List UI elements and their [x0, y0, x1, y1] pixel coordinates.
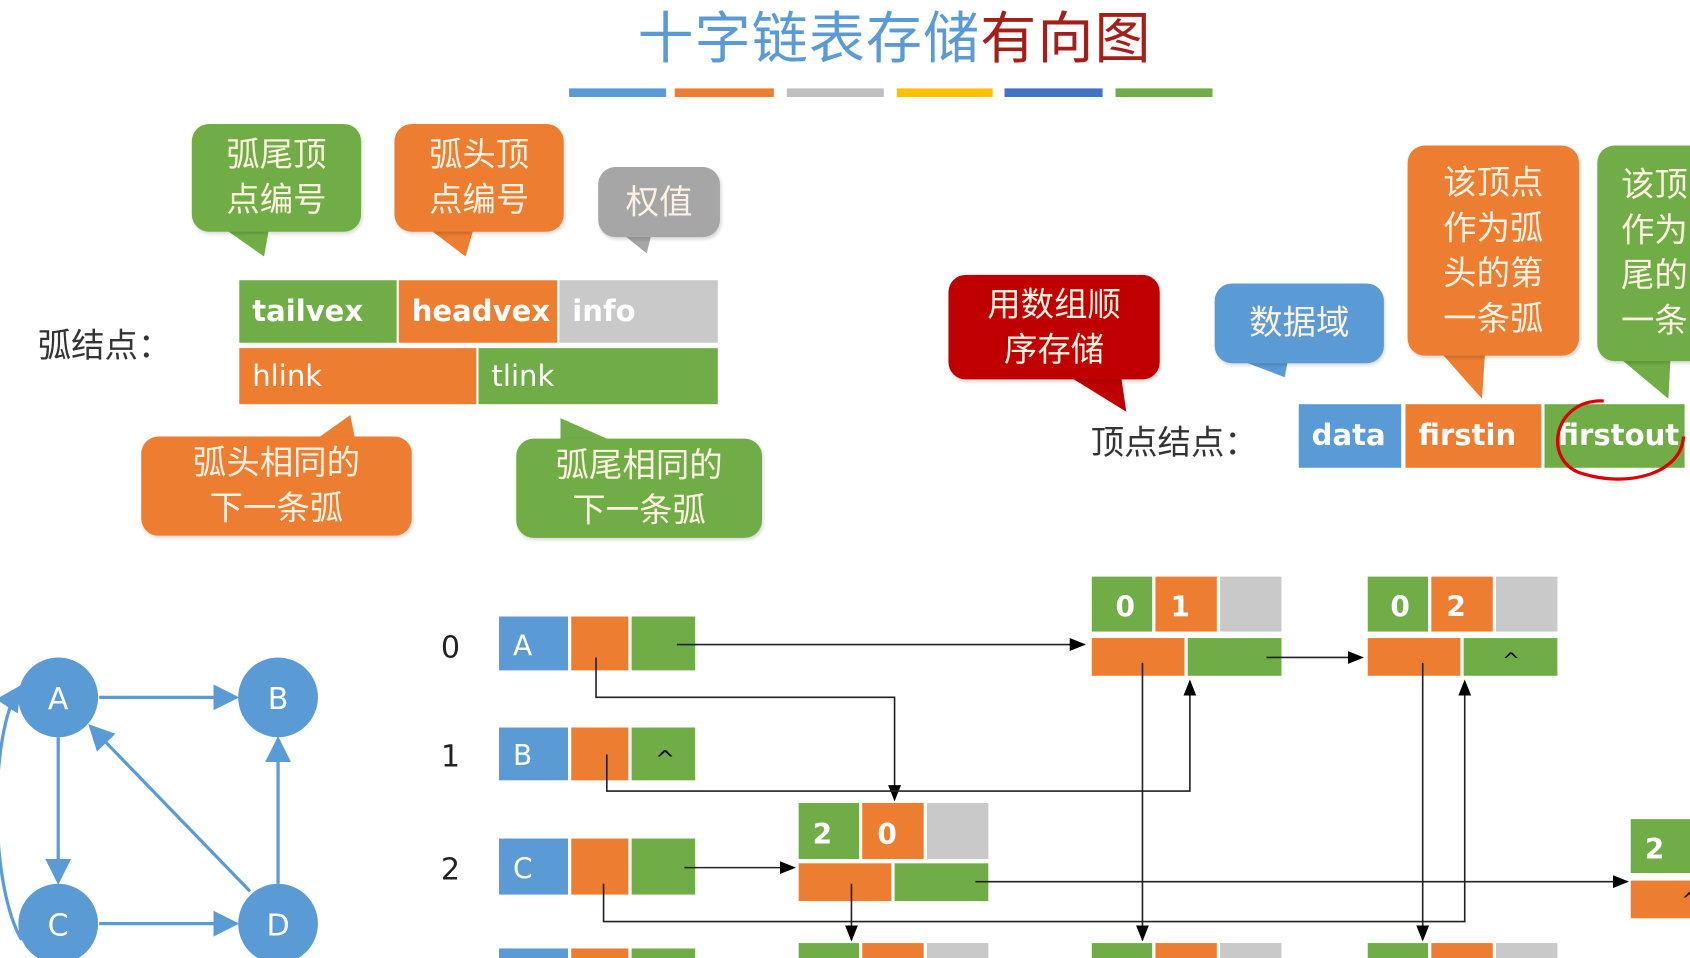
bar-green: [1115, 88, 1213, 98]
arc-node-2-3: 2 ^: [1630, 819, 1690, 919]
svg-text:2: 2: [1446, 591, 1466, 624]
svg-text:2: 2: [1645, 833, 1665, 866]
svg-text:B: B: [268, 682, 289, 717]
bar-orange: [674, 88, 774, 98]
field-hlink: hlink: [239, 348, 477, 405]
callout-hlink: 弧头相同的 下一条弧: [141, 436, 412, 536]
svg-text:C: C: [513, 852, 533, 885]
field-tailvex: tailvex: [239, 280, 397, 343]
field-firstin: firstin: [1405, 404, 1542, 468]
vertex-row-3: [499, 948, 696, 958]
edge-d-a: [88, 724, 252, 893]
vertex-d: D: [238, 883, 318, 958]
page-title: 十字链表存储有向图: [637, 7, 1152, 73]
svg-text:A: A: [48, 682, 69, 717]
edge-c-a: [0, 684, 23, 941]
field-headvex: headvex: [398, 280, 558, 343]
vertex-row-2: C: [499, 838, 696, 895]
svg-text:0: 0: [877, 818, 897, 851]
vertex-row-0: A: [499, 616, 696, 671]
svg-text:0: 0: [1116, 591, 1136, 624]
svg-text:A: A: [513, 629, 532, 662]
callout-data: 数据域: [1214, 283, 1384, 364]
callout-info: 权值: [598, 167, 720, 238]
index-0: 0: [441, 630, 460, 665]
field-tlink: tlink: [478, 348, 718, 405]
bar-yellow: [896, 88, 993, 98]
svg-text:^: ^: [1502, 649, 1520, 674]
vertex-b: B: [238, 657, 318, 738]
svg-text:2: 2: [813, 818, 833, 851]
svg-text:C: C: [48, 909, 69, 944]
field-data: data: [1298, 404, 1402, 468]
svg-text:D: D: [266, 909, 289, 944]
callout-tlink: 弧尾相同的 下一条弧: [516, 438, 763, 538]
arc-node-0-1: 0 1: [1091, 576, 1282, 676]
vertex-row-1: B ^: [499, 727, 696, 781]
vertex-c: C: [18, 883, 99, 958]
callout-array-storage: 用数组顺 序存储: [948, 274, 1160, 380]
field-info: info: [559, 280, 718, 343]
arc-nodes-row-3: [798, 943, 1558, 958]
svg-text:B: B: [513, 739, 532, 772]
svg-text:^: ^: [1681, 889, 1690, 914]
vertex-node-label: 顶点结点：: [1090, 423, 1258, 463]
callout-firstout: 该顶 作为 尾的 一条: [1597, 145, 1690, 362]
arc-node-2-0: 2 0: [798, 802, 989, 902]
index-2: 2: [441, 852, 460, 887]
arc-node-0-2: 0 2 ^: [1367, 576, 1558, 676]
field-firstout: firstout: [1544, 404, 1685, 468]
svg-text:^: ^: [655, 745, 675, 773]
bar-gray: [786, 88, 884, 98]
callout-firstin: 该顶点 作为弧 头的第 一条弧: [1407, 145, 1579, 356]
vertex-a: A: [18, 657, 99, 738]
bar-darkblue: [1004, 88, 1103, 98]
bar-blue: [569, 88, 667, 98]
svg-text:0: 0: [1390, 591, 1410, 624]
callout-tailvex: 弧尾顶 点编号: [191, 123, 362, 232]
arc-node-label: 弧结点：: [37, 326, 172, 366]
svg-text:1: 1: [1170, 591, 1190, 624]
pointer-lines: [595, 638, 1630, 942]
index-1: 1: [441, 739, 460, 774]
callout-headvex: 弧头顶 点编号: [394, 123, 564, 232]
